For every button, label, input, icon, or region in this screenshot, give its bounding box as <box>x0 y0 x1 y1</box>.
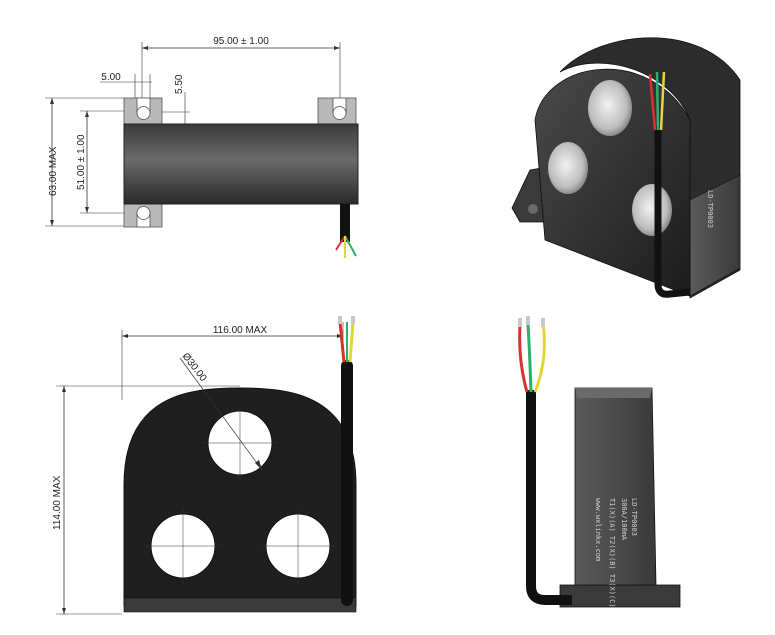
side-label-model: LD-TP0003 <box>630 498 638 536</box>
top-view-body <box>123 123 359 205</box>
top-view-cable <box>340 204 350 242</box>
mount-tab-left-bottom <box>123 202 163 228</box>
iso-hole-top <box>588 80 632 136</box>
dim-top-length: 95.00 ± 1.00 <box>213 36 269 47</box>
dim-hole-diameter: Ø30.00 <box>180 351 209 384</box>
dim-front-height: 114.00 MAX <box>52 475 63 530</box>
top-view: 95.00 ± 1.00 5.00 5.50 63.00 MAX 51.00 ±… <box>45 36 359 258</box>
dim-overall-height: 63.00 MAX <box>48 146 59 196</box>
iso-hole-right <box>632 184 672 236</box>
iso-hole-left <box>548 142 588 194</box>
front-view-cable <box>341 360 353 606</box>
dim-body-height: 51.00 ± 1.00 <box>76 134 87 190</box>
mount-tab-right-top <box>317 97 357 125</box>
side-label-website: www.wxlinkx.com <box>594 498 602 561</box>
isometric-view: LD-TP0003 <box>511 37 741 299</box>
front-hole-right <box>260 508 336 584</box>
dim-slot-depth: 5.50 <box>174 74 185 94</box>
side-view: LD-TP0003 300A/100mA T1(X)(A) T2(X)(B) T… <box>518 316 681 608</box>
dim-front-width: 116.00 MAX <box>213 325 268 336</box>
side-label-terminals: T1(X)(A) T2(X)(B) T3(X)(C) <box>608 498 616 608</box>
side-view-cable <box>526 390 572 605</box>
iso-cable <box>654 126 691 298</box>
iso-label-model: LD-TP0003 <box>706 190 714 228</box>
dim-slot-width: 5.00 <box>101 72 121 83</box>
side-label-rating: 300A/100mA <box>620 498 628 541</box>
iso-front-face <box>534 68 691 297</box>
side-label: LD-TP0003 300A/100mA T1(X)(A) T2(X)(B) T… <box>594 498 638 608</box>
mount-tab-left-top <box>123 97 163 125</box>
front-view: 116.00 MAX 114.00 MAX Ø30.00 <box>52 316 357 615</box>
front-hole-top <box>202 405 278 481</box>
front-hole-left <box>145 508 221 584</box>
